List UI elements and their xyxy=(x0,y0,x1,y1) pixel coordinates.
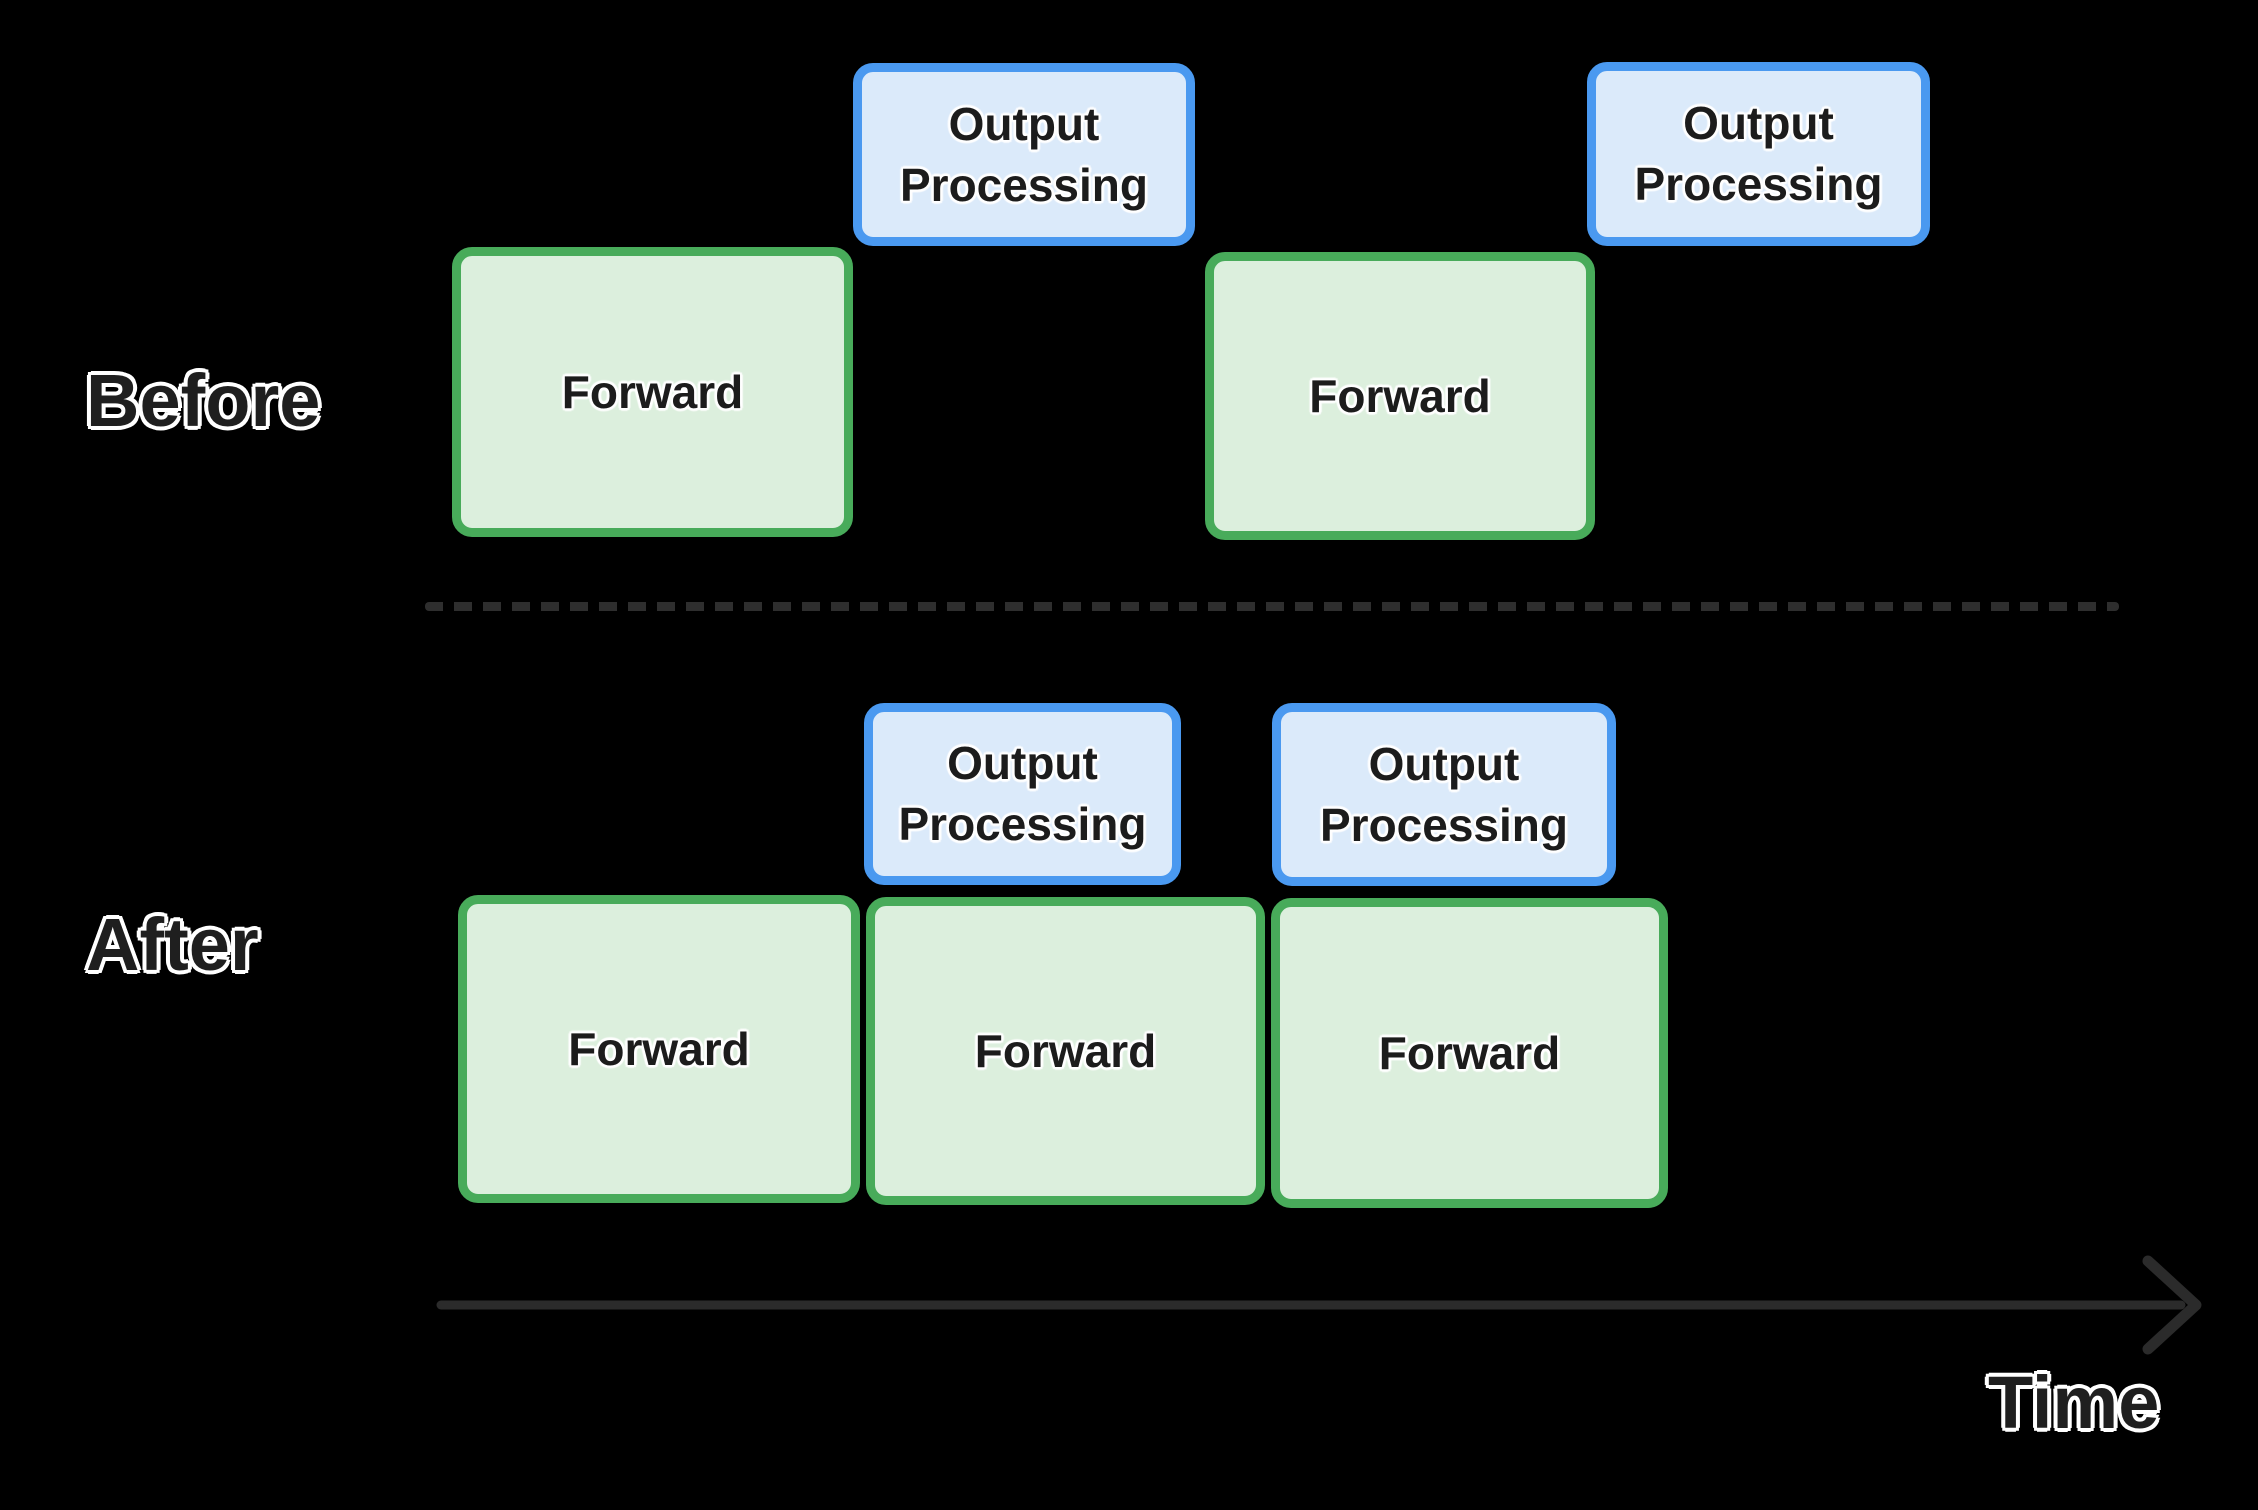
before-forward-label-1: Forward xyxy=(561,365,744,418)
time-axis-label: Time xyxy=(1988,1361,2160,1444)
after-output-processing-box-2: Output Processing xyxy=(1272,703,1616,886)
after-forward-label-2: Forward xyxy=(974,1024,1157,1077)
after-output-processing-label-2: Output Processing xyxy=(1320,737,1568,851)
before-forward-label-2: Forward xyxy=(1309,369,1491,422)
time-axis-arrowhead xyxy=(2142,1255,2202,1355)
before-output-processing-label-1: Output Processing xyxy=(900,97,1148,211)
after-forward-box-2: Forward xyxy=(866,897,1265,1205)
before-output-processing-label-2: Output Processing xyxy=(1634,97,1883,210)
after-forward-label-3: Forward xyxy=(1378,1026,1561,1079)
after-output-processing-label-1: Output Processing xyxy=(898,737,1147,850)
time-axis-arrow xyxy=(436,1255,2202,1355)
before-output-processing-box-2: Output Processing xyxy=(1587,62,1930,246)
after-section-label: After xyxy=(86,903,259,986)
before-output-processing-box-1: Output Processing xyxy=(853,63,1195,246)
after-forward-box-3: Forward xyxy=(1271,898,1668,1208)
before-forward-box-2: Forward xyxy=(1205,252,1595,540)
after-forward-box-1: Forward xyxy=(458,895,860,1203)
after-forward-label-1: Forward xyxy=(568,1022,750,1075)
after-output-processing-box-1: Output Processing xyxy=(864,703,1181,885)
before-section-label: Before xyxy=(86,359,321,442)
before-after-divider-dashed-line xyxy=(425,602,2119,611)
before-forward-box-1: Forward xyxy=(452,247,853,537)
